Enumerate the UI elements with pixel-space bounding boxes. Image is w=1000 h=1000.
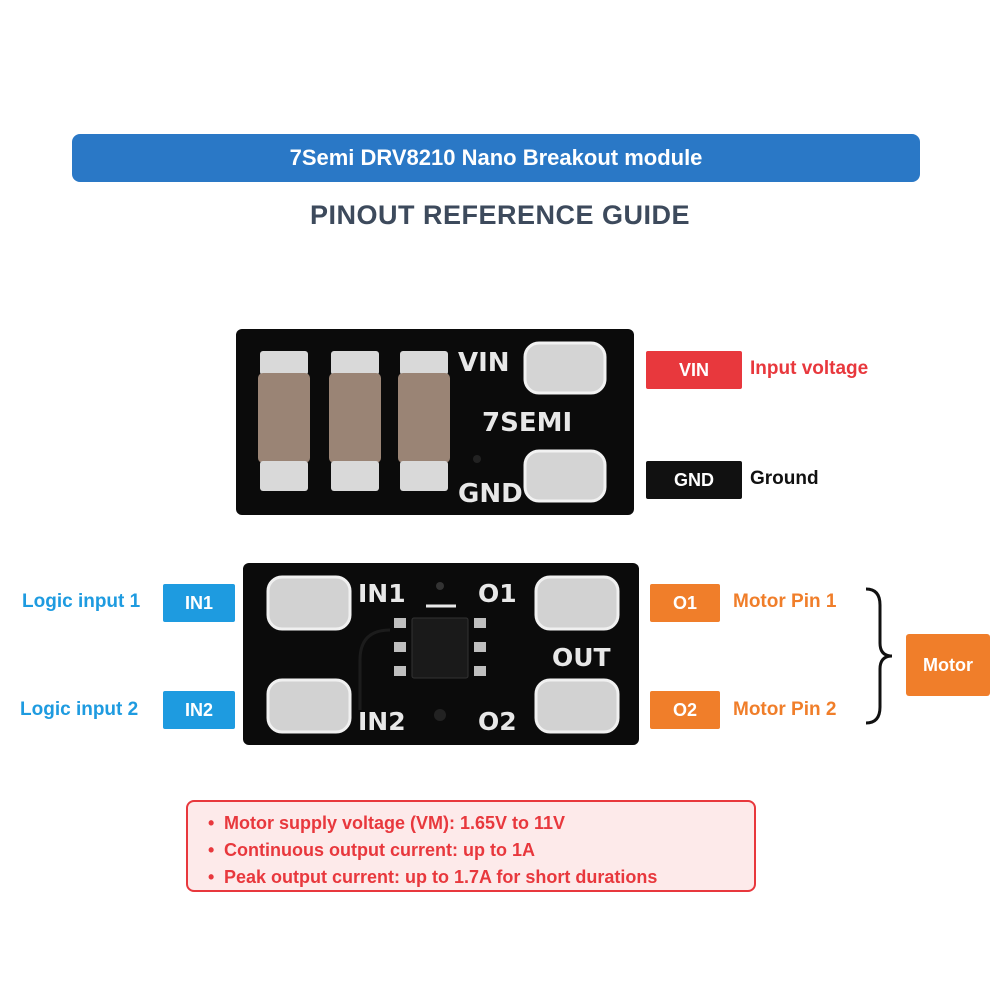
- motor-brace: [865, 587, 893, 725]
- specs-box: •Motor supply voltage (VM): 1.65V to 11V…: [186, 800, 756, 892]
- capacitor-3: [398, 351, 450, 491]
- o2-tag: O2: [650, 691, 720, 729]
- vin-label: Input voltage: [750, 358, 869, 379]
- o1-label: Motor Pin 1: [733, 591, 837, 612]
- o2-pad: [534, 678, 620, 734]
- vin-pad: [523, 341, 607, 395]
- vin-tag: VIN: [646, 351, 742, 389]
- silk-o1: O1: [478, 579, 517, 608]
- silk-in1: IN1: [358, 579, 406, 608]
- silk-in2: IN2: [358, 707, 406, 736]
- board-top-view: VIN 7SEMI GND: [236, 329, 634, 515]
- in1-pad: [266, 575, 352, 631]
- gnd-label: Ground: [750, 468, 819, 489]
- o2-label: Motor Pin 2: [733, 699, 837, 720]
- spec-item: •Motor supply voltage (VM): 1.65V to 11V: [208, 813, 566, 833]
- silk-brand: 7SEMI: [482, 408, 572, 438]
- in2-tag: IN2: [163, 691, 235, 729]
- gnd-tag: GND: [646, 461, 742, 499]
- in2-label: Logic input 2: [20, 699, 139, 720]
- driver-ic: [394, 617, 486, 679]
- silk-gnd: GND: [458, 479, 523, 509]
- silk-out: OUT: [552, 643, 611, 672]
- spec-item: •Continuous output current: up to 1A: [208, 840, 535, 860]
- page-title: 7Semi DRV8210 Nano Breakout module: [289, 145, 703, 170]
- in1-tag: IN1: [163, 584, 235, 622]
- o1-tag: O1: [650, 584, 720, 622]
- title-banner: 7Semi DRV8210 Nano Breakout module: [72, 134, 920, 182]
- motor-box: Motor: [906, 634, 990, 696]
- in2-pad: [266, 678, 352, 734]
- page-subtitle: PINOUT REFERENCE GUIDE: [309, 200, 691, 230]
- gnd-pad: [523, 449, 607, 503]
- board-bottom-view: IN1 IN2 O1 O2 OUT: [243, 563, 639, 745]
- in1-label: Logic input 1: [22, 591, 141, 612]
- o1-pad: [534, 575, 620, 631]
- spec-item: •Peak output current: up to 1.7A for sho…: [208, 867, 658, 887]
- silk-vin: VIN: [458, 348, 510, 378]
- capacitor-2: [329, 351, 381, 491]
- capacitor-1: [258, 351, 310, 491]
- silk-o2: O2: [478, 707, 517, 736]
